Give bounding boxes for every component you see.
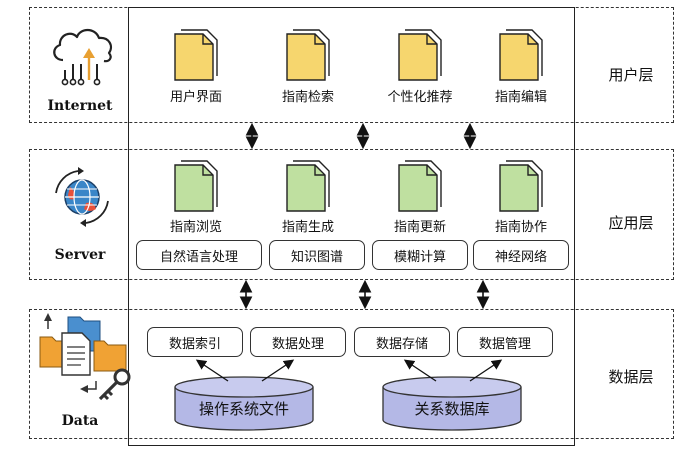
data-processing-box: 数据处理 bbox=[250, 327, 346, 357]
globe-sync-icon bbox=[46, 165, 118, 233]
technique-nlp: 自然语言处理 bbox=[136, 240, 262, 270]
data-files-key-icon bbox=[38, 311, 134, 411]
guide-search-label: 指南检索 bbox=[281, 90, 334, 105]
technique-knowledge-graph: 知识图谱 bbox=[269, 240, 365, 270]
data-layer-label: 数据层 bbox=[608, 368, 654, 386]
technique-fuzzy-computing: 模糊计算 bbox=[372, 240, 468, 270]
data-management-box: 数据管理 bbox=[457, 327, 553, 357]
user-layer-label: 用户层 bbox=[608, 66, 654, 84]
guide-collaboration-label: 指南协作 bbox=[494, 220, 547, 235]
personalized-recommendation-label: 个性化推荐 bbox=[387, 90, 453, 105]
user-interface-document-icon bbox=[173, 26, 219, 82]
data-caption: Data bbox=[61, 413, 99, 429]
guide-editing-document-icon bbox=[498, 26, 544, 82]
guide-generation-label: 指南生成 bbox=[281, 220, 334, 235]
cloud-network-icon bbox=[47, 20, 119, 92]
personalized-recommendation-document-icon bbox=[397, 26, 443, 82]
guide-collaboration-document-icon bbox=[498, 157, 544, 213]
guide-browsing-document-icon bbox=[173, 157, 219, 213]
data-index-box: 数据索引 bbox=[147, 327, 243, 357]
os-files-label: 操作系统文件 bbox=[198, 400, 289, 418]
guide-editing-label: 指南编辑 bbox=[494, 90, 547, 105]
internet-caption: Internet bbox=[47, 98, 113, 114]
guide-update-label: 指南更新 bbox=[393, 220, 446, 235]
relational-db-label: 关系数据库 bbox=[414, 400, 490, 418]
system-frame bbox=[128, 7, 575, 446]
data-layer-box bbox=[29, 309, 674, 439]
data-storage-box: 数据存储 bbox=[354, 327, 450, 357]
guide-search-document-icon bbox=[285, 26, 331, 82]
user-interface-label: 用户界面 bbox=[169, 90, 222, 105]
application-layer-label: 应用层 bbox=[608, 214, 654, 232]
server-caption: Server bbox=[54, 247, 106, 263]
technique-neural-network: 神经网络 bbox=[473, 240, 569, 270]
application-layer-box bbox=[29, 149, 674, 280]
guide-generation-document-icon bbox=[285, 157, 331, 213]
guide-browsing-label: 指南浏览 bbox=[169, 220, 222, 235]
guide-update-document-icon bbox=[397, 157, 443, 213]
